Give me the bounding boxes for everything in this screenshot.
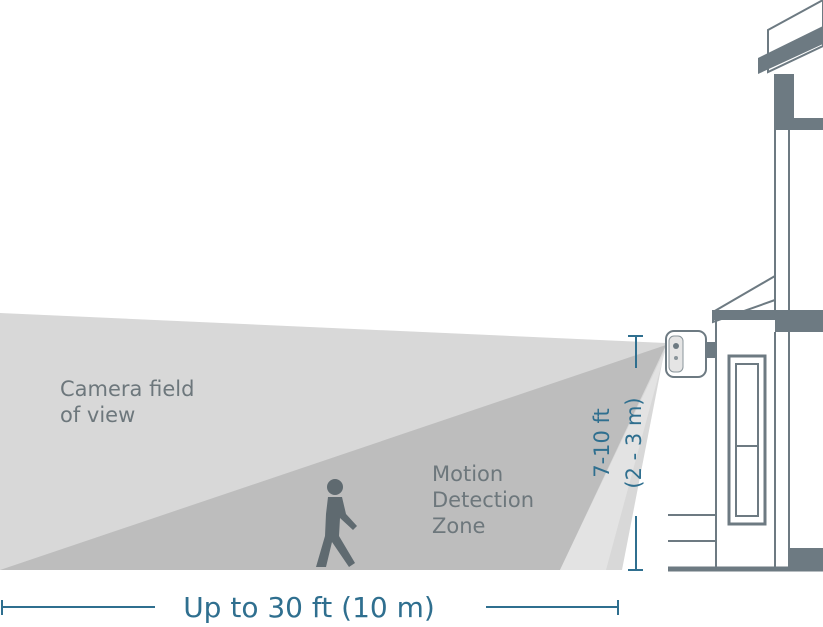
distance-dimension-marker: [1, 600, 619, 615]
security-camera-icon: [665, 330, 715, 378]
motion-detection-zone-label-line2: Detection: [432, 488, 534, 512]
height-label-feet: 7-10 ft: [590, 408, 614, 478]
distance-label: Up to 30 ft (10 m): [183, 591, 435, 624]
house-icon: [668, 0, 823, 568]
motion-detection-zone-area: [0, 345, 666, 570]
height-label-meters: (2 - 3 m): [622, 397, 646, 488]
height-dimension-marker: [628, 335, 643, 571]
camera-field-of-view-label-line2: of view: [60, 403, 135, 427]
camera-field-of-view-label: Camera field: [60, 377, 194, 401]
motion-detection-zone-label: Motion: [432, 462, 503, 486]
walking-person-icon: [316, 479, 357, 567]
motion-zone-near-slice: [560, 348, 666, 570]
motion-detection-zone-label-line3: Zone: [432, 514, 485, 538]
